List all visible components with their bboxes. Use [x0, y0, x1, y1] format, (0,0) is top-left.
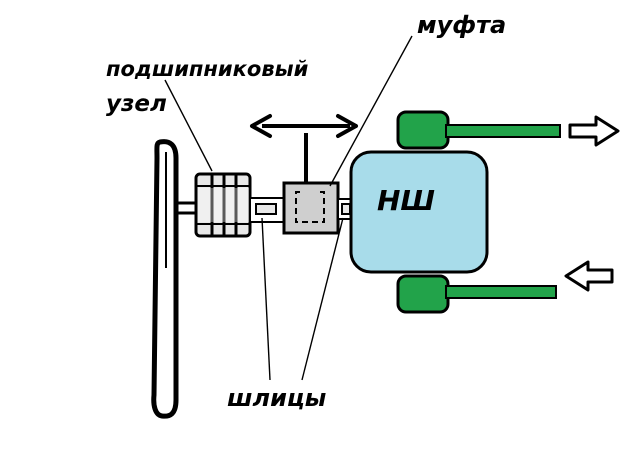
gear-pump-body [349, 150, 489, 274]
coupling-label: муфта [417, 11, 506, 39]
coupling [282, 133, 340, 235]
spline-shaft-left [249, 197, 285, 223]
right-hollow-arrow-icon [568, 115, 620, 147]
splines-leader-line-right [301, 217, 344, 381]
coupling-leader-line [329, 35, 413, 187]
left-right-arrow-icon [250, 114, 358, 138]
pulley-wheel [151, 139, 179, 419]
bearing-label-line1: подшипниковый [106, 57, 309, 81]
left-hollow-arrow-icon [564, 260, 614, 292]
inlet-port [396, 274, 557, 314]
bearing-label-line2: узел [106, 91, 167, 117]
pump-label: НШ [377, 184, 435, 217]
splines-label: шлицы [227, 384, 327, 412]
drive-shaft [176, 201, 198, 215]
leader-lines [164, 35, 413, 381]
bearing-leader-line [164, 79, 213, 172]
outlet-port [396, 110, 561, 150]
bearing-assembly [194, 172, 252, 238]
splines-leader-line-left [261, 217, 271, 381]
